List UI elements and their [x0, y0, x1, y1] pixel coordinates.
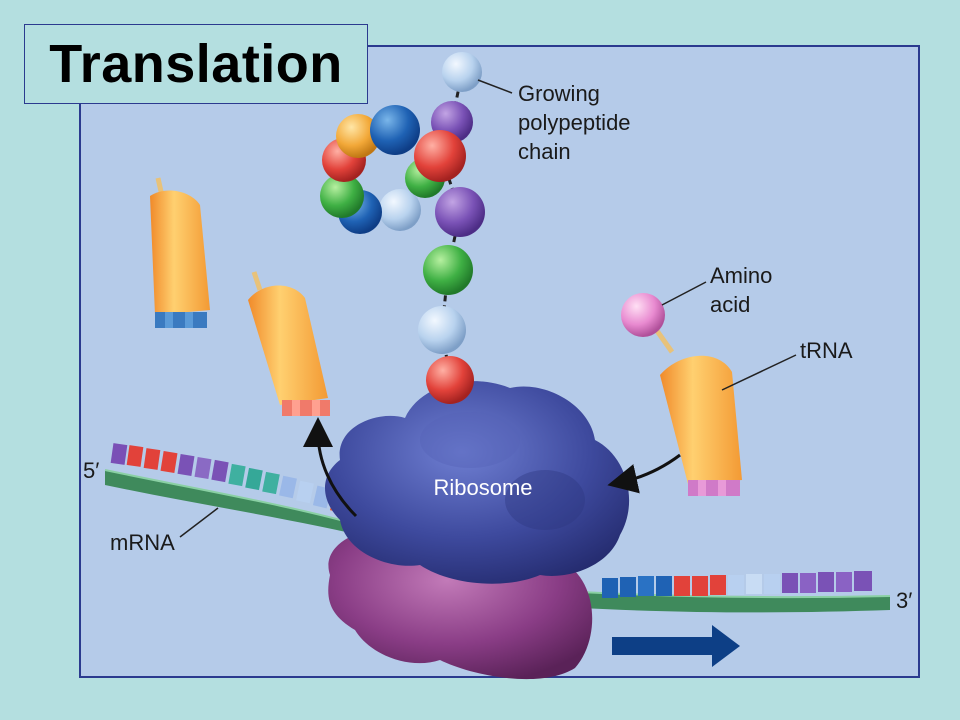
label-mrna: mRNA — [110, 530, 175, 555]
mrna-leader-line — [179, 507, 219, 538]
amino-leader-line — [661, 281, 707, 306]
ribosome-label: Ribosome — [433, 475, 532, 500]
label-amino: Amino — [710, 263, 772, 288]
mrna-strand — [104, 469, 891, 613]
mrna-codons-right — [602, 571, 872, 598]
free-trna-blue — [150, 177, 210, 328]
incoming-trna — [621, 293, 742, 496]
exit-arrow — [303, 417, 358, 518]
label-acid: acid — [710, 292, 750, 317]
page-title: Translation — [24, 24, 368, 104]
label-polypeptide: polypeptide — [518, 110, 631, 135]
label-three-prime: 3′ — [896, 588, 912, 613]
polypeptide-chain — [320, 52, 485, 404]
label-chain: chain — [518, 139, 571, 164]
label-trna: tRNA — [800, 338, 853, 363]
chain-leader-line — [477, 79, 513, 94]
amino-acid-sphere — [621, 293, 665, 337]
free-trna-red — [248, 271, 330, 416]
label-five-prime: 5′ — [83, 458, 99, 483]
label-growing: Growing — [518, 81, 600, 106]
entry-arrow — [607, 453, 681, 494]
direction-arrow — [612, 625, 740, 667]
trna-leader-line — [721, 354, 797, 391]
ribosome-large-subunit: Ribosome — [325, 381, 630, 584]
